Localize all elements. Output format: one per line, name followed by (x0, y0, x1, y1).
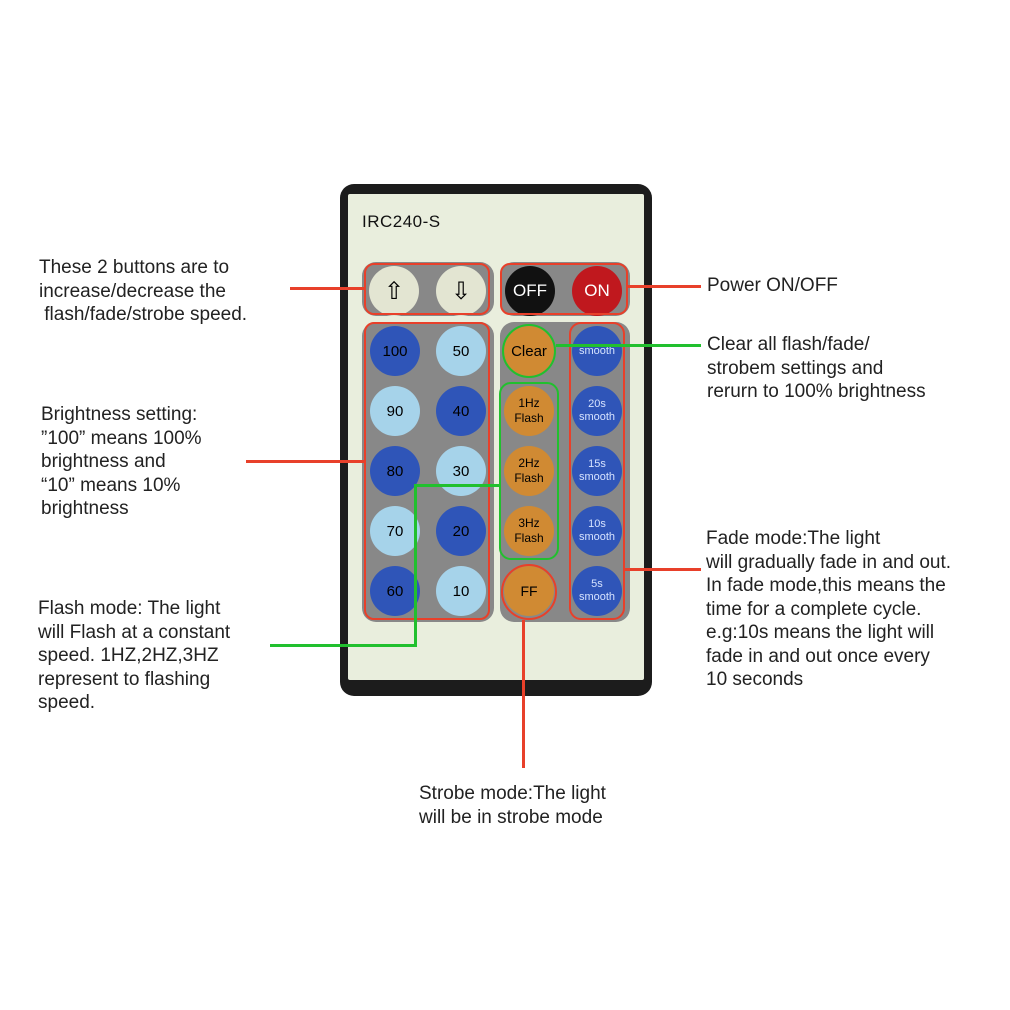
power-off-button[interactable]: OFF (505, 266, 555, 316)
brightness-highlight (364, 322, 490, 620)
brightness-value: 80 (386, 462, 404, 480)
brightness-value: 100 (382, 342, 408, 360)
fade-duration: 10s (588, 518, 606, 530)
brightness-value: 20 (452, 522, 470, 540)
brightness-button[interactable]: 80 (370, 446, 420, 496)
strobe-annotation: Strobe mode:The light will be in strobe … (419, 783, 606, 828)
brightness-button[interactable]: 70 (370, 506, 420, 556)
brightness-annotation: Brightness setting: ”100” means 100% bri… (41, 404, 202, 519)
strobe-connector (522, 620, 525, 768)
speed-down-button[interactable]: ⇩ (436, 266, 486, 316)
brightness-value: 90 (386, 402, 404, 420)
flash-connector-v (414, 484, 417, 647)
fade-button[interactable]: smooth (572, 326, 622, 376)
flash-rate: 2Hz (518, 456, 540, 470)
flash-annotation: Flash mode: The light will Flash at a co… (38, 598, 231, 713)
brightness-value: 60 (386, 582, 404, 600)
brightness-value: 40 (452, 402, 470, 420)
brightness-value: 10 (452, 582, 470, 600)
arrow-down-icon: ⇩ (450, 277, 472, 305)
flash-connector-h1 (270, 644, 417, 647)
flash-word: Flash (514, 411, 544, 425)
speed-connector (290, 287, 364, 290)
brightness-button[interactable]: 90 (370, 386, 420, 436)
speed-annotation: These 2 buttons are to increase/decrease… (39, 257, 248, 325)
power-off-label: OFF (513, 281, 547, 300)
brightness-button[interactable]: 20 (436, 506, 486, 556)
brightness-value: 70 (386, 522, 404, 540)
speed-highlight (364, 263, 490, 315)
fade-highlight (569, 322, 625, 620)
fade-duration: 15s (588, 458, 606, 470)
fade-duration: 5s (591, 578, 603, 590)
fade-word: smooth (578, 471, 616, 483)
fade-word: smooth (578, 344, 616, 357)
brightness-button[interactable]: 10 (436, 566, 486, 616)
fade-connector (625, 568, 701, 571)
flash-rate: 1Hz (518, 396, 540, 410)
flash-word: Flash (514, 531, 544, 545)
brightness-button[interactable]: 40 (436, 386, 486, 436)
clear-highlight (502, 324, 556, 378)
clear-annotation: Clear all flash/fade/ strobem settings a… (707, 334, 926, 402)
power-highlight (500, 263, 628, 315)
ff-highlight (501, 564, 557, 620)
power-on-label: ON (584, 281, 610, 300)
speed-up-button[interactable]: ⇧ (369, 266, 419, 316)
fade-word: smooth (578, 411, 616, 423)
flash-rate: 3Hz (518, 516, 540, 530)
fade-duration: 20s (588, 398, 606, 410)
brightness-button[interactable]: 50 (436, 326, 486, 376)
brightness-value: 30 (452, 462, 470, 480)
brightness-connector (246, 460, 364, 463)
fade-annotation: Fade mode:The light will gradually fade … (706, 528, 952, 690)
fade-word: smooth (578, 591, 616, 603)
power-connector (628, 285, 701, 288)
power-annotation: Power ON/OFF (707, 275, 838, 296)
flash-highlight (499, 382, 559, 560)
brightness-button[interactable]: 30 (436, 446, 486, 496)
brightness-button[interactable]: 60 (370, 566, 420, 616)
flash-connector-h2 (414, 484, 500, 487)
power-on-button[interactable]: ON (572, 266, 622, 316)
fade-word: smooth (578, 531, 616, 543)
model-label: IRC240-S (362, 212, 441, 231)
flash-word: Flash (514, 471, 544, 485)
arrow-up-icon: ⇧ (383, 277, 405, 305)
clear-connector (556, 344, 701, 347)
brightness-button[interactable]: 100 (370, 326, 420, 376)
brightness-value: 50 (452, 342, 470, 360)
